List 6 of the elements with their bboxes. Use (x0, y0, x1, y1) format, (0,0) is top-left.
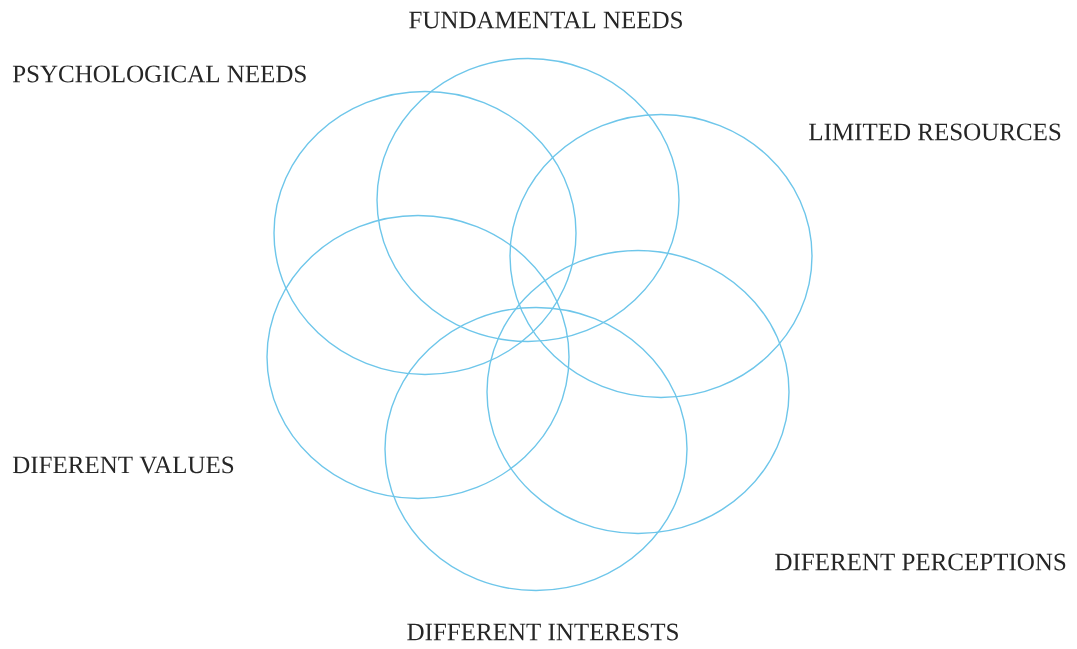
ellipse-label: DIFERENT PERCEPTIONS (775, 553, 1066, 571)
ellipse-label: DIFFERENT INTERESTS (407, 623, 678, 641)
ellipse-label: PSYCHOLOGICAL NEEDS (12, 65, 306, 83)
ellipse-label: FUNDAMENTAL NEEDS (409, 11, 682, 29)
ellipse-label: DIFERENT VALUES (12, 456, 234, 474)
ellipse-label: LIMITED RESOURCES (809, 123, 1061, 141)
